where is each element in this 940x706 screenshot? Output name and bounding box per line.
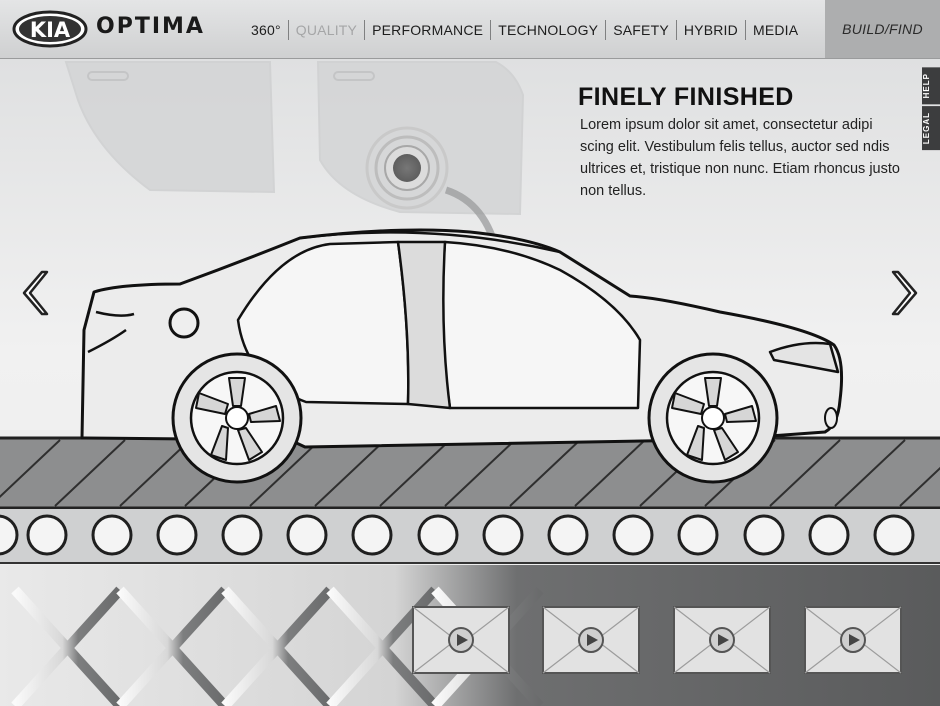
car-illustration [80,228,843,484]
top-navigation-bar: KIA OPTIMA 360° QUALITY PERFORMANCE TECH… [0,0,940,59]
chevron-left-icon[interactable] [16,269,50,317]
side-tabs: HELP LEGAL [922,67,940,152]
nav-item-media[interactable]: MEDIA [744,20,805,40]
video-thumbnail-3[interactable] [673,606,771,674]
main-nav: 360° QUALITY PERFORMANCE TECHNOLOGY SAFE… [244,20,805,40]
nav-item-360[interactable]: 360° [251,22,281,38]
play-icon [448,627,474,653]
nav-item-technology[interactable]: TECHNOLOGY [490,20,605,40]
play-icon [709,627,735,653]
nav-item-performance[interactable]: PERFORMANCE [364,20,490,40]
video-thumbnail-2[interactable] [542,606,640,674]
front-wheel [647,352,779,484]
logo-text: KIA [30,18,71,42]
play-icon [578,627,604,653]
kia-logo[interactable]: KIA [12,10,88,48]
feature-stage: HELP LEGAL FINELY FINISHED Lorem ipsum d… [0,59,940,706]
conveyor-belt [0,436,940,564]
conveyor-rollers [0,514,915,556]
build-find-button[interactable]: BUILD/FIND [825,0,940,58]
nav-item-hybrid[interactable]: HYBRID [675,20,745,40]
video-thumbnail-4[interactable] [804,606,902,674]
assembly-line-illustration [0,61,940,706]
legal-tab[interactable]: LEGAL [922,106,940,151]
video-thumbnail-1[interactable] [412,606,510,674]
feature-description: Lorem ipsum dolor sit amet, consectetur … [580,117,900,199]
nav-item-safety[interactable]: SAFETY [605,20,676,40]
nav-item-quality[interactable]: QUALITY [287,20,364,40]
chevron-right-icon[interactable] [890,269,924,317]
rear-wheel [171,352,303,484]
hotspot-target[interactable] [365,126,449,210]
feature-title: FINELY FINISHED [578,83,794,111]
play-icon [840,627,866,653]
model-name: OPTIMA [96,14,205,39]
help-tab[interactable]: HELP [922,67,940,105]
